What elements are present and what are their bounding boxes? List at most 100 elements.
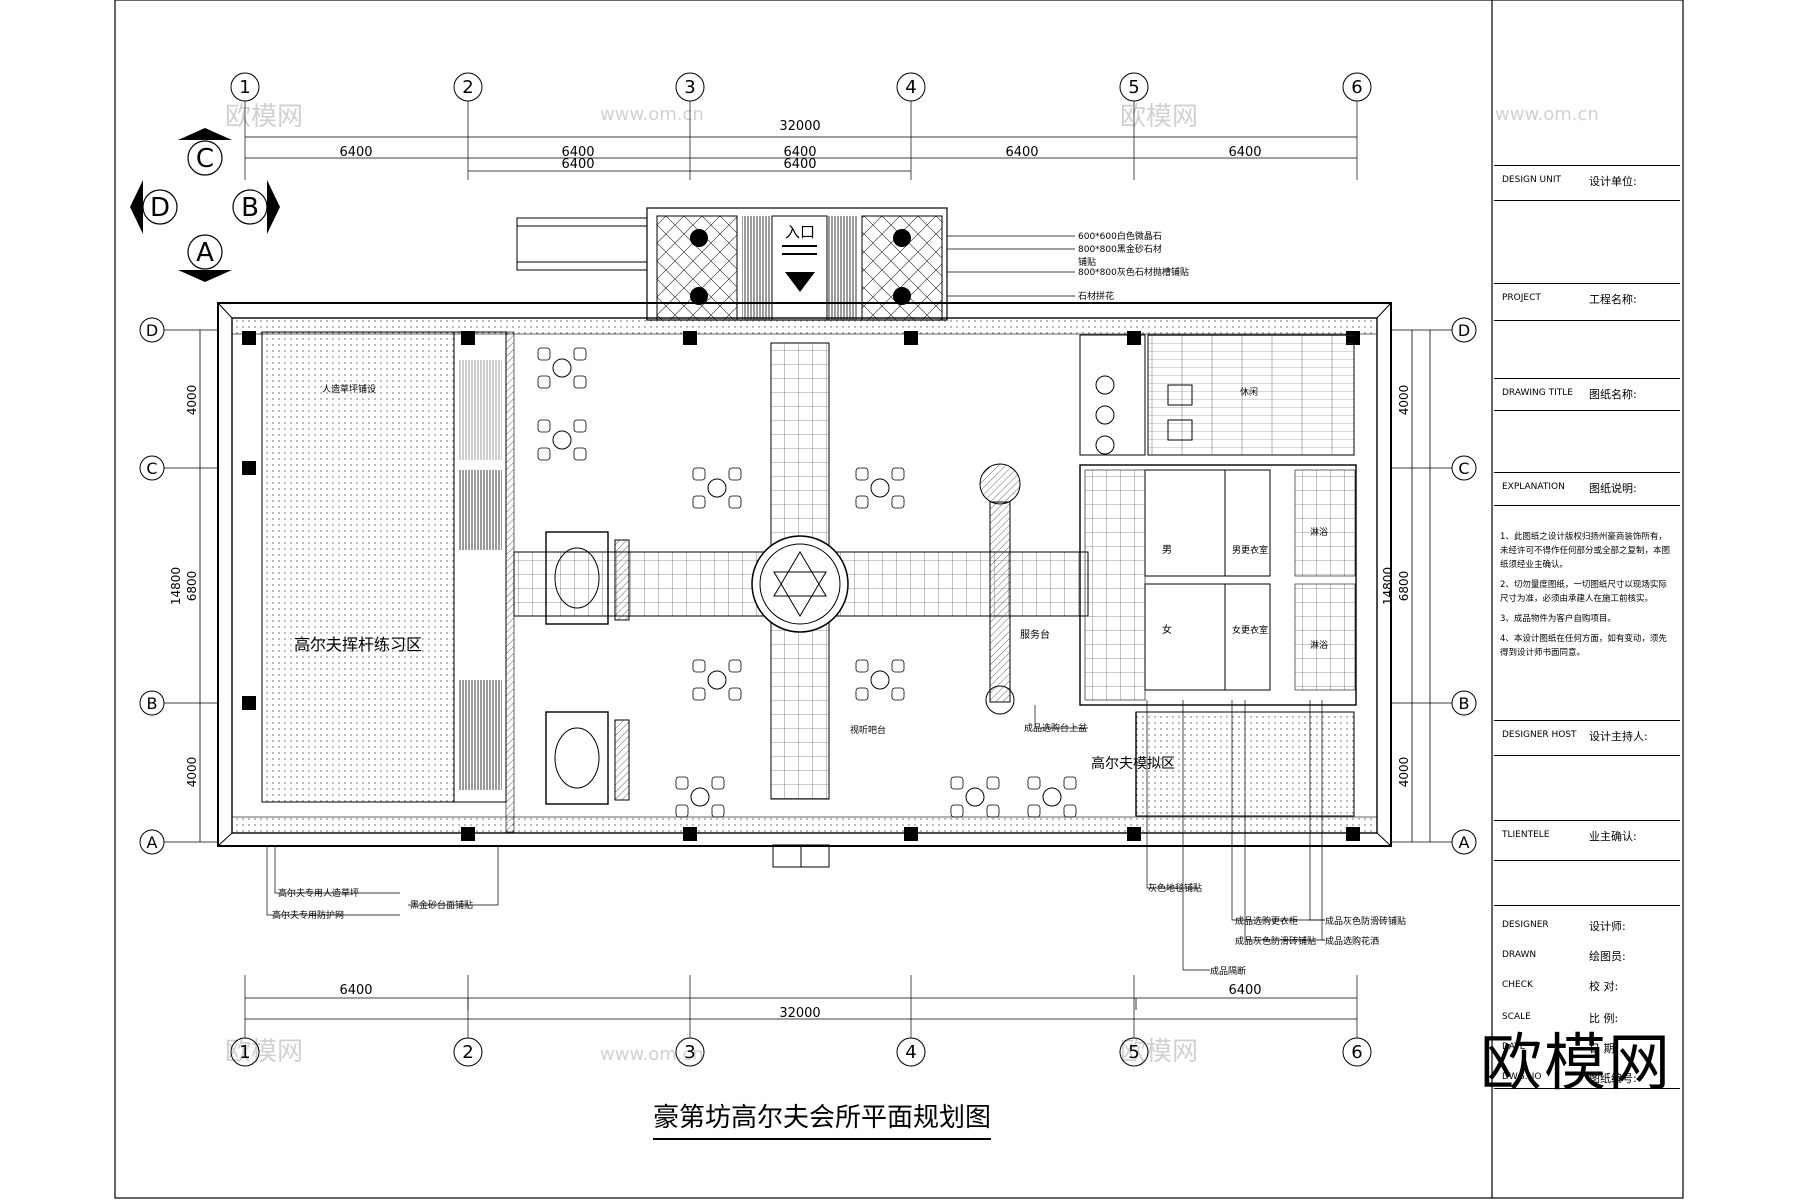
svg-text:5: 5: [1128, 1042, 1139, 1063]
table-set: [1027, 776, 1077, 818]
dim-bay-top: 6400: [1228, 145, 1261, 160]
svg-text:A: A: [147, 833, 158, 852]
zone-rail: 视听吧台: [850, 724, 886, 736]
title-block-label-en: DESIGNER: [1502, 920, 1549, 930]
watermark-url: www.om.cn: [1495, 104, 1599, 125]
grid-row-bubble: B: [139, 690, 218, 716]
table-set: [537, 347, 587, 389]
svg-text:C: C: [146, 459, 157, 478]
structural-column: [242, 696, 256, 710]
title-block-label-en: PROJECT: [1502, 293, 1541, 303]
grid-column-bubble: 2: [453, 72, 483, 180]
structural-column: [1127, 827, 1141, 841]
explanation-note: 1、此图纸之设计版权归扬州豪商装饰所有，未经许可不得作任何部分或全部之复制，本图…: [1500, 532, 1671, 570]
svg-text:C: C: [196, 144, 214, 174]
practice-area: [261, 331, 515, 833]
svg-text:B: B: [241, 193, 259, 223]
structural-column: [683, 331, 697, 345]
dim-side-total: 14800: [1381, 567, 1395, 605]
callout-label-top: 600*600白色微晶石: [1078, 230, 1162, 242]
svg-text:B: B: [1459, 694, 1470, 713]
compass-letter: D: [142, 189, 178, 225]
grid-row-bubble: B: [1392, 690, 1477, 716]
callout-label-bottom: 黑金砂台面铺贴: [410, 899, 473, 911]
zone-turf: 人造草坪铺设: [322, 383, 376, 395]
explanation-note: 4、本设计图纸在任何方面，如有变动，须先得到设计师书面同意。: [1500, 634, 1667, 658]
structural-column: [904, 827, 918, 841]
restroom-block: [1079, 334, 1357, 706]
callout-label-bottom: 成品灰色防滑砖铺贴: [1235, 935, 1316, 947]
table-set: [675, 776, 725, 818]
callout-label-bottom: 灰色地毯铺贴: [1148, 882, 1202, 894]
svg-text:3: 3: [684, 1042, 695, 1063]
zone-office: 休闲: [1240, 386, 1258, 398]
callout-label-bottom: 高尔夫专用防护网: [272, 909, 344, 921]
grid-column-bubble: 3: [675, 72, 705, 180]
dim-total-top: 32000: [779, 119, 820, 134]
title-block-label-cn: 设计师:: [1589, 920, 1626, 933]
grid-column-bubble: 2: [453, 975, 483, 1067]
dim-bay-top: 6400: [1005, 145, 1038, 160]
watermark-logo: 欧模网: [1120, 102, 1198, 132]
explanation-notes: 1、此图纸之设计版权归扬州豪商装饰所有，未经许可不得作任何部分或全部之复制，本图…: [1500, 530, 1670, 666]
table-set: [950, 776, 1000, 818]
dim-side-total: 14800: [169, 567, 183, 605]
dining-tables: [537, 347, 1077, 818]
structural-column: [242, 461, 256, 475]
entrance-label: 入口: [785, 223, 815, 241]
explanation-note: 3、成品物件为客户自购项目。: [1500, 614, 1616, 624]
title-block-label-en: EXPLANATION: [1502, 482, 1565, 492]
dim-bay-bottom: 6400: [1228, 983, 1261, 998]
dim-bay-top-2: 6400: [783, 157, 816, 172]
dim-bay-bottom: 6400: [339, 983, 372, 998]
title-block-label-en: DESIGN UNIT: [1502, 175, 1562, 185]
title-block-label-en: CHECK: [1502, 980, 1533, 990]
dimension-lines: [199, 136, 1431, 1020]
svg-text:1: 1: [239, 77, 250, 98]
callout-label-bottom: 成品选购更衣柜: [1235, 915, 1298, 927]
structural-column: [242, 331, 256, 345]
explanation-note: 2、切勿量度图纸，一切图纸尺寸以现场实际尺寸为准，必须由承建人在施工前核实。: [1500, 580, 1667, 604]
dim-bay-top: 6400: [783, 145, 816, 160]
svg-text:3: 3: [684, 77, 695, 98]
callout-label-top: 800*800灰色石材抛槽铺贴: [1078, 266, 1189, 278]
drawing-title: 豪第坊高尔夫会所平面规划图: [653, 1097, 992, 1140]
title-block-label-en: DRAWING TITLE: [1502, 388, 1573, 398]
zone-female: 女: [1162, 623, 1172, 636]
title-block-label-cn: 比 例:: [1589, 1012, 1619, 1025]
svg-text:D: D: [146, 321, 158, 340]
svg-text:B: B: [147, 694, 158, 713]
grid-column-bubble: 1: [230, 72, 260, 180]
svg-text:D: D: [1458, 321, 1470, 340]
compass-letter: C: [187, 140, 223, 176]
grid-rows-left: D C B A: [139, 317, 218, 855]
callout-leaders: [266, 235, 1325, 971]
title-block-label-en: DWG.NO: [1502, 1072, 1542, 1082]
callout-label-top: 石材拼花: [1078, 290, 1114, 302]
zone-male-locker: 男更衣室: [1232, 544, 1268, 556]
title-block-label-en: TLIENTELE: [1502, 830, 1550, 840]
dim-side: 4000: [1397, 757, 1411, 788]
title-block-label-cn: 图纸编号:: [1589, 1072, 1637, 1085]
svg-text:2: 2: [462, 77, 473, 98]
grid-column-bubble: 5: [1119, 975, 1149, 1067]
structural-column: [904, 331, 918, 345]
dim-side: 4000: [185, 385, 199, 416]
svg-text:A: A: [196, 238, 214, 268]
table-set: [692, 467, 742, 509]
zone-female-locker: 女更衣室: [1232, 624, 1268, 636]
zone-labels: 高尔夫挥杆练习区高尔夫模拟区服务台男女男更衣室女更衣室淋浴淋浴休闲人造草坪铺设视…: [294, 223, 1328, 772]
sheet-border: [114, 0, 1684, 1199]
zone-practice: 高尔夫挥杆练习区: [294, 635, 422, 654]
svg-text:D: D: [150, 193, 170, 223]
svg-text:1: 1: [239, 1042, 250, 1063]
grid-column-bubble: 6: [1342, 72, 1372, 180]
structural-column: [683, 827, 697, 841]
svg-text:A: A: [1459, 833, 1470, 852]
title-block-label-cn: 图纸说明:: [1589, 482, 1637, 495]
service-counter: [979, 463, 1021, 715]
structural-columns: [242, 331, 1360, 841]
